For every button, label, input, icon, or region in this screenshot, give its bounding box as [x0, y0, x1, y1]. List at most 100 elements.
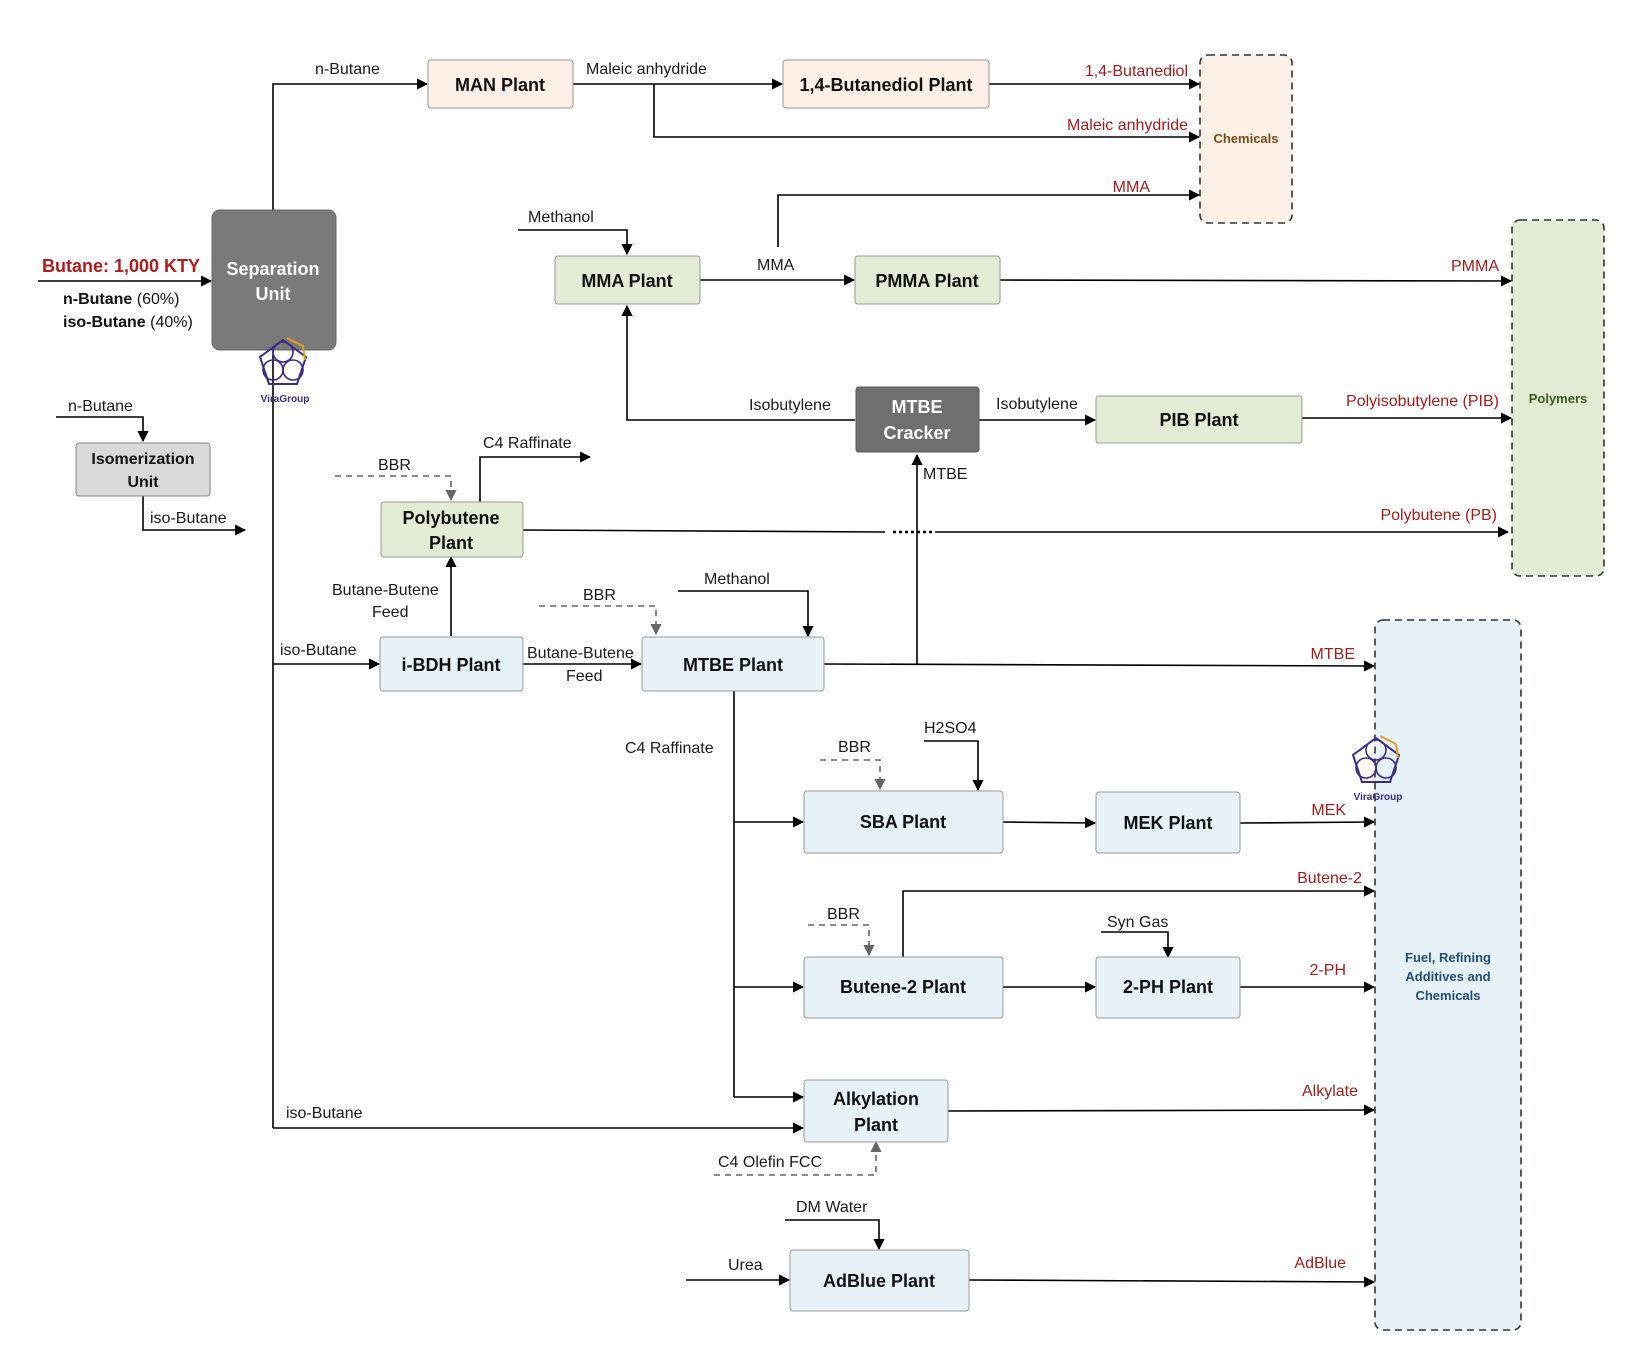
- pentagon-logo-icon: ViraGroup: [1351, 735, 1403, 803]
- alkylation-label-line2: Plant: [854, 1115, 898, 1135]
- product-2ph: 2-PH: [1310, 962, 1346, 979]
- polymers-group: Polymers: [1511, 219, 1605, 577]
- butene2-plant[interactable]: Butene-2 Plant: [803, 956, 1004, 1019]
- alkylation-plant[interactable]: Alkylation Plant: [803, 1079, 949, 1143]
- polybutene-plant[interactable]: Polybutene Plant: [380, 501, 524, 558]
- product-pib: Polyisobutylene (PIB): [1346, 393, 1499, 410]
- stream-mma: MMA: [757, 257, 795, 274]
- stream-h2so4: H2SO4: [924, 720, 977, 737]
- svg-text:iso-Butane (40%): iso-Butane (40%): [63, 314, 193, 331]
- dashed-feed-lines: [335, 475, 886, 1176]
- man-plant[interactable]: MAN Plant: [427, 59, 574, 109]
- stream-iso-butane-ibdh: iso-Butane: [280, 642, 357, 659]
- man-plant-label: MAN Plant: [455, 75, 545, 95]
- polymers-label: Polymers: [1529, 391, 1588, 406]
- pib-plant[interactable]: PIB Plant: [1095, 395, 1303, 444]
- butene2-plant-label: Butene-2 Plant: [840, 977, 966, 997]
- product-butanediol: 1,4-Butanediol: [1085, 63, 1188, 80]
- separation-unit[interactable]: Separation Unit: [211, 209, 337, 351]
- product-mma: MMA: [1113, 179, 1151, 196]
- iso-butane-name: iso-Butane: [63, 314, 146, 331]
- feed-info: Butane: 1,000 KTY n-Butane (60%) iso-But…: [42, 256, 200, 331]
- n-butane-name: n-Butane: [63, 291, 132, 308]
- mek-plant[interactable]: MEK Plant: [1095, 791, 1241, 854]
- mma-plant[interactable]: MMA Plant: [554, 255, 701, 305]
- product-pmma: PMMA: [1451, 258, 1499, 275]
- stream-n-butane-iso: n-Butane: [68, 398, 133, 415]
- product-mek: MEK: [1311, 802, 1346, 819]
- iso-butane-share: (40%): [150, 314, 193, 331]
- stream-c4-olefin-fcc: C4 Olefin FCC: [718, 1154, 822, 1171]
- alkylation-label-line1: Alkylation: [833, 1089, 919, 1109]
- separation-label-line2: Unit: [256, 284, 291, 304]
- n-butane-share: (60%): [137, 291, 180, 308]
- stream-iso-butane-alky: iso-Butane: [286, 1105, 363, 1122]
- sba-plant-label: SBA Plant: [860, 812, 946, 832]
- mtbe-cracker-label-line1: MTBE: [892, 397, 943, 417]
- pmma-plant[interactable]: PMMA Plant: [854, 255, 1001, 305]
- mtbe-cracker[interactable]: MTBE Cracker: [855, 386, 980, 453]
- stream-bbr-sba: BBR: [838, 739, 871, 756]
- stream-syn-gas: Syn Gas: [1107, 914, 1168, 931]
- adblue-plant-label: AdBlue Plant: [823, 1271, 935, 1291]
- mek-plant-label: MEK Plant: [1123, 813, 1212, 833]
- stream-c4-raffinate-down: C4 Raffinate: [625, 740, 714, 757]
- chemicals-label: Chemicals: [1213, 131, 1278, 146]
- stream-bbr-polybutene: BBR: [378, 457, 411, 474]
- product-alkylate: Alkylate: [1302, 1083, 1358, 1100]
- mtbe-cracker-label-line2: Cracker: [883, 423, 950, 443]
- pib-plant-label: PIB Plant: [1159, 410, 1238, 430]
- logo-brand-2: ViraGroup: [1354, 792, 1403, 803]
- pentagon-logo-icon: ViraGroup: [258, 337, 310, 405]
- ibdh-plant-label: i-BDH Plant: [402, 655, 501, 675]
- fuel-label-line3: Chemicals: [1415, 988, 1480, 1003]
- stream-isobutylene-right: Isobutylene: [996, 396, 1078, 413]
- flow-lines: [38, 78, 1513, 1288]
- polybutene-label-line1: Polybutene: [402, 508, 499, 528]
- pmma-plant-label: PMMA Plant: [875, 271, 978, 291]
- logo-brand-1: ViraGroup: [261, 394, 310, 405]
- fuel-label-line2: Additives and: [1405, 969, 1490, 984]
- stream-maleic-anhydride: Maleic anhydride: [586, 61, 707, 78]
- stream-isobutylene-left: Isobutylene: [749, 397, 831, 414]
- polybutene-label-line2: Plant: [429, 533, 473, 553]
- fuel-label-line1: Fuel, Refining: [1405, 950, 1491, 965]
- stream-methanol-mtbe: Methanol: [704, 571, 770, 588]
- product-adblue: AdBlue: [1294, 1255, 1346, 1272]
- butanediol-plant[interactable]: 1,4-Butanediol Plant: [782, 59, 990, 109]
- stream-butane-butene-feed-mid-2: Feed: [566, 668, 602, 685]
- product-butene2: Butene-2: [1297, 870, 1362, 887]
- stream-c4-raffinate-top: C4 Raffinate: [483, 435, 572, 452]
- sba-plant[interactable]: SBA Plant: [803, 790, 1004, 854]
- stream-dm-water: DM Water: [796, 1199, 868, 1216]
- stream-n-butane-top: n-Butane: [315, 61, 380, 78]
- fuel-refining-group: Fuel, Refining Additives and Chemicals: [1374, 619, 1522, 1331]
- stream-butane-butene-feed-up-1: Butane-Butene: [332, 582, 439, 599]
- ibdh-plant[interactable]: i-BDH Plant: [379, 636, 524, 692]
- ph2-plant-label: 2-PH Plant: [1123, 977, 1213, 997]
- product-mtbe: MTBE: [1311, 646, 1355, 663]
- product-maleic-anhydride: Maleic anhydride: [1067, 117, 1188, 134]
- stream-butane-butene-feed-up-2: Feed: [372, 604, 408, 621]
- chemicals-group: Chemicals: [1199, 54, 1293, 224]
- butanediol-plant-label: 1,4-Butanediol Plant: [799, 75, 972, 95]
- mma-plant-label: MMA Plant: [581, 271, 672, 291]
- stream-methanol-mma: Methanol: [528, 209, 594, 226]
- stream-iso-butane-iso: iso-Butane: [150, 510, 227, 527]
- isomerization-label-line1: Isomerization: [91, 451, 194, 468]
- stream-mtbe-up: MTBE: [923, 466, 967, 483]
- mtbe-plant[interactable]: MTBE Plant: [641, 636, 825, 692]
- stream-urea: Urea: [728, 1257, 763, 1274]
- ph2-plant[interactable]: 2-PH Plant: [1095, 956, 1241, 1019]
- product-labels: 1,4-Butanediol Maleic anhydride MMA PMMA…: [1067, 63, 1499, 1272]
- mtbe-plant-label: MTBE Plant: [683, 655, 783, 675]
- adblue-plant[interactable]: AdBlue Plant: [789, 1249, 970, 1312]
- svg-text:n-Butane (60%): n-Butane (60%): [63, 291, 179, 308]
- stream-labels: n-Butane Maleic anhydride Methanol MMA I…: [68, 61, 1168, 1274]
- feed-title: Butane: 1,000 KTY: [42, 256, 200, 276]
- isomerization-unit[interactable]: Isomerization Unit: [75, 442, 211, 497]
- isomerization-label-line2: Unit: [127, 474, 159, 491]
- product-pb: Polybutene (PB): [1380, 507, 1497, 524]
- stream-bbr-butene2: BBR: [827, 906, 860, 923]
